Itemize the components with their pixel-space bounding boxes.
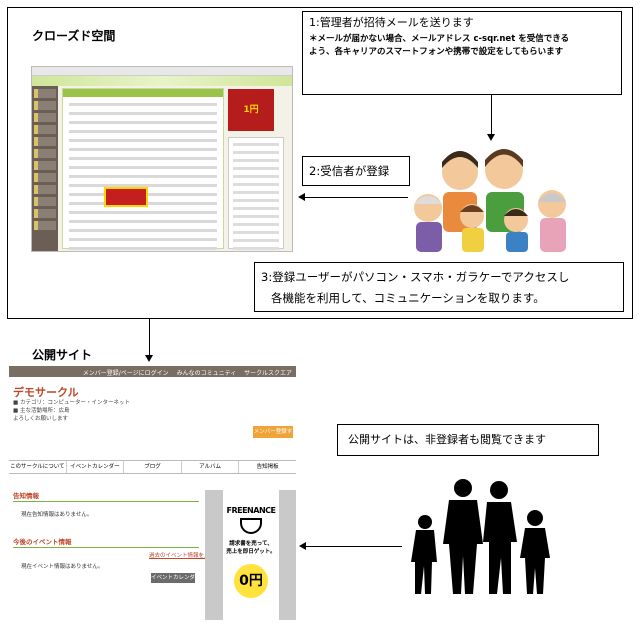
arrow-to-site-head [299,542,306,550]
callout-invite-mail: 1:管理者が招待メールを送ります ＊メールが届かない場合、メールアドレス c-s… [302,11,622,95]
family-illustration [414,149,566,252]
arrow-down-line [491,95,492,137]
screenshot-header-banner [32,76,292,86]
ad-copy: 請求書を売って、 売上を即日ゲット。 [226,541,276,555]
ad-brand: FREENANCE [226,506,276,515]
callout-register: 2:受信者が登録 [302,156,410,186]
nav-login-link[interactable]: メンバー登録/ページにログイン [82,370,169,377]
notice-heading: 告知情報 [13,490,199,502]
arrow-left-head [298,193,305,201]
family-silhouette [411,479,550,594]
callout-invite-mail-note2: よう、各キャリアのスマートフォンや携帯で設定をしてもらいます [309,46,564,57]
ad-price: 0円 [234,564,268,598]
past-events-link[interactable]: 過去のイベント情報を見る [149,553,216,559]
site-meta: ■ カテゴリ：コンピューター・インターネット ■ 主な活動場所：広島 よろしくお… [13,400,130,422]
arrow-left-line [305,197,408,198]
tab-notice-board[interactable]: 告知掲板 [256,464,279,470]
screenshot-ad-banner-small [104,187,148,207]
ad-card[interactable]: FREENANCE 請求書を売って、 売上を即日ゲット。 0円 [223,490,279,620]
nav-community-link[interactable]: みんなのコミュニティ [176,370,237,377]
closed-space-frame [7,7,633,319]
public-site-title: 公開サイト [32,348,93,362]
tab-about[interactable]: このサークルについて [9,461,67,473]
arrow-down-head [487,134,495,141]
event-calendar-button[interactable]: イベントカレンダーへ [151,573,196,591]
tab-event-calendar[interactable]: イベントカレンダー [67,461,125,473]
screenshot-ad-banner: 1円 [228,89,274,131]
notice-text: 現在告知情報はありません。 [21,512,93,518]
public-navbar: メンバー登録/ページにログイン みんなのコミュニティ サークルスクエア [9,366,296,377]
events-text: 現在イベント情報はありません。 [21,564,104,570]
events-heading: 今後のイベント情報 [13,536,199,548]
arrow-to-public-line [149,319,150,357]
callout-invite-mail-note1: ＊メールが届かない場合、メールアドレス c-sqr.net を受信できる [309,33,570,44]
tab-album[interactable]: アルバム [182,461,240,473]
closed-space-screenshot: 1円 [31,66,293,252]
public-site-screenshot: メンバー登録/ページにログイン みんなのコミュニティ サークルスクエア デモサー… [9,366,296,620]
callout-access: 3:登録ユーザーがパソコン・スマホ・ガラケーでアクセスし 各機能を利用して、コミ… [254,262,624,312]
screenshot-sidebar [32,86,58,251]
tab-blog[interactable]: ブログ [124,461,182,473]
join-member-button[interactable]: メンバー登録する [253,426,293,447]
callout-invite-mail-title: 1:管理者が招待メールを送ります [309,16,474,29]
screenshot-right-column [228,137,284,250]
arrow-to-site-line [306,546,402,547]
nav-square-link[interactable]: サークルスクエア [244,370,292,377]
public-tabs: このサークルについて イベントカレンダー ブログ アルバム 告知掲板 [9,460,296,474]
smile-icon [240,518,262,534]
callout-access-line1: 3:登録ユーザーがパソコン・スマホ・ガラケーでアクセスし [261,270,570,284]
screenshot-main-feed [62,88,224,250]
callout-access-line2: 各機能を利用して、コミュニケーションを取ります。 [271,291,545,305]
screenshot-topbar [32,67,292,76]
callout-public: 公開サイトは、非登録者も閲覧できます [337,424,599,456]
closed-space-title: クローズド空間 [32,29,116,43]
site-name: デモサークル [13,386,79,399]
arrow-to-public-head [145,355,153,362]
